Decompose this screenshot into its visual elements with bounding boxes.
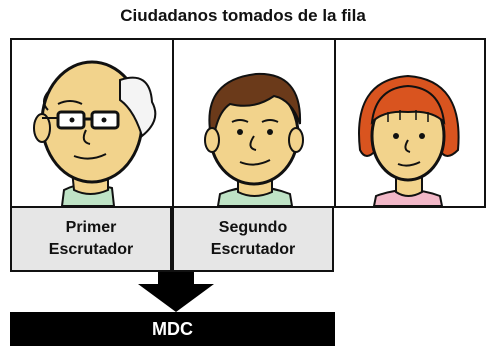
role-label-line2: Escrutador (210, 241, 296, 258)
role-label-line1: Segundo (218, 219, 288, 236)
diagram-title: Ciudadanos tomados de la fila (120, 6, 366, 25)
role-label-first-scrutineer: Primer Escrutador (10, 208, 172, 272)
mdc-box: MDC (10, 312, 335, 346)
woman-orange-hair-icon (358, 74, 460, 206)
citizens-grid (10, 38, 486, 208)
citizen-cell-3 (336, 40, 486, 208)
older-man-glasses-icon (33, 60, 157, 206)
young-man-icon (204, 72, 304, 206)
role-label-second-scrutineer: Segundo Escrutador (172, 208, 334, 272)
citizen-cell-1 (12, 40, 174, 208)
role-label-line2: Escrutador (48, 241, 134, 258)
role-label-line1: Primer (65, 219, 117, 236)
citizen-cell-2 (174, 40, 336, 208)
down-arrow-icon (138, 272, 214, 312)
